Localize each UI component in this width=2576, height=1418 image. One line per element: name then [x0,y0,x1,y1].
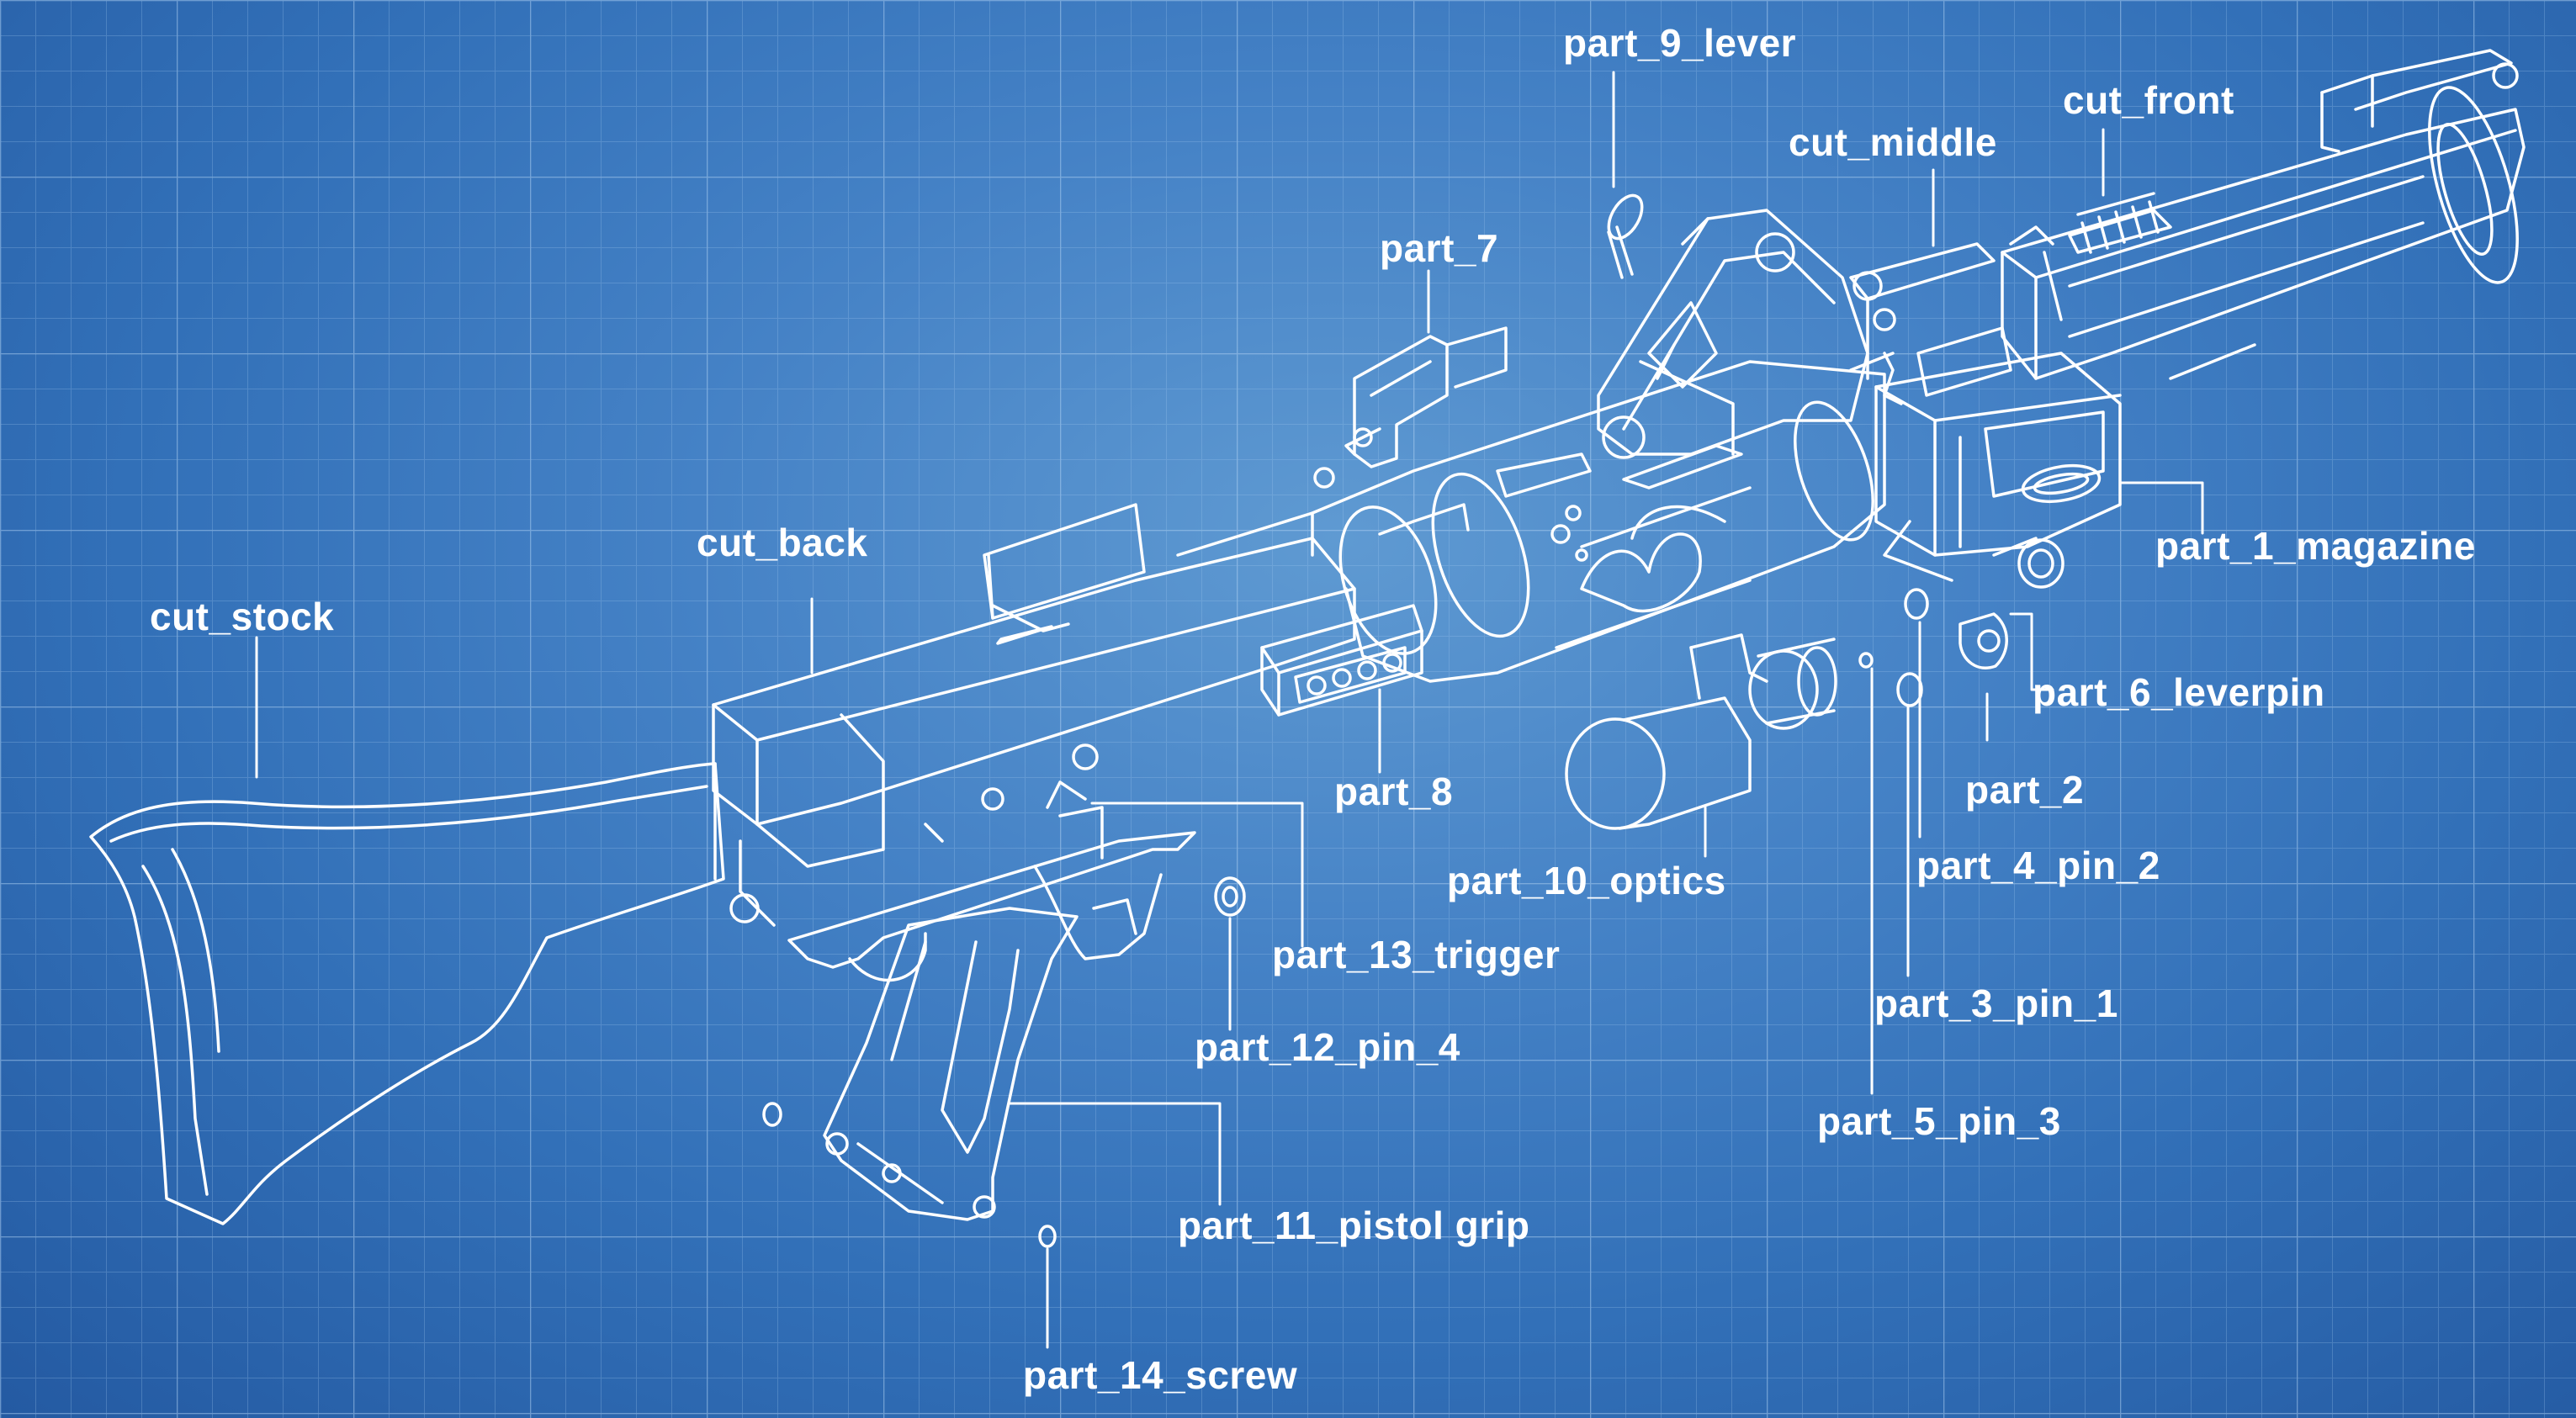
leader-lines [255,71,2204,1349]
part-8-rail [1260,604,1423,717]
magazine-part-1 [1874,352,2122,582]
label-part-13-trigger: part_13_trigger [1272,933,1561,976]
label-part-10-optics: part_10_optics [1447,859,1726,902]
part-7-bracket [1313,326,1508,489]
label-part-5-pin-3: part_5_pin_3 [1817,1099,2061,1143]
lever-part-9 [1607,193,1644,279]
label-part-7: part_7 [1380,226,1499,270]
front-barrel-part [2001,49,2526,380]
pistol-grip-part-11 [823,907,1079,1221]
trigger-part-13 [787,780,1196,982]
rear-receiver-part [712,503,1356,927]
stock-part [89,762,725,1225]
label-part-4-pin-2: part_4_pin_2 [1916,844,2160,887]
label-part-9-lever: part_9_lever [1563,21,1797,65]
label-part-1-magazine: part_1_magazine [2155,524,2476,568]
top-lever-mechanism [1597,209,1896,489]
label-cut-stock: cut_stock [150,595,335,638]
label-part-2: part_2 [1965,768,2085,812]
label-cut-back: cut_back [697,521,868,564]
label-cut-front: cut_front [2063,78,2234,122]
label-part-11-pistol-grip: part_11_pistol grip [1178,1204,1530,1247]
label-part-14-screw: part_14_screw [1023,1353,1298,1397]
label-cut-middle: cut_middle [1789,120,1997,164]
middle-cut-part [1849,242,2012,405]
label-part-6-leverpin: part_6_leverpin [2033,670,2325,714]
label-part-8: part_8 [1334,770,1454,813]
optics-part-10 [1565,633,1837,830]
label-part-12-pin-4: part_12_pin_4 [1195,1025,1460,1069]
small-pins [762,537,2065,1248]
label-part-3-pin-1: part_3_pin_1 [1874,981,2118,1025]
middle-receiver-part [1311,360,1886,683]
